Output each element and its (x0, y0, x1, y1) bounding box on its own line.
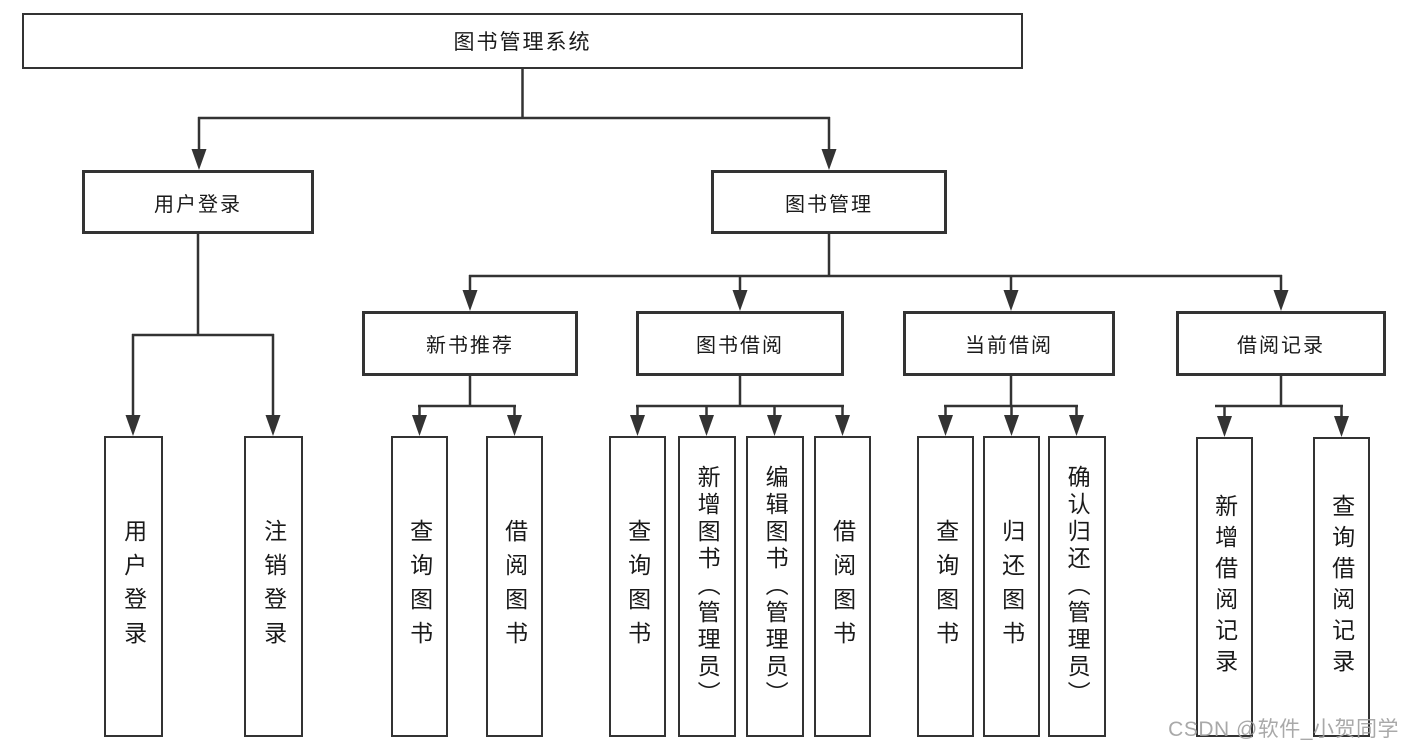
leaf-borrow-borrow-label: 借阅图书 (829, 518, 856, 655)
leaf-records-add: 新增借阅记录 (1196, 437, 1253, 737)
arrowheads (125, 149, 1349, 437)
node-borrow-records: 借阅记录 (1176, 311, 1386, 376)
leaf-borrow-query-label: 查询图书 (624, 518, 651, 655)
leaf-newbook-query: 查询图书 (391, 436, 448, 737)
node-book-borrow: 图书借阅 (636, 311, 844, 376)
leaf-records-query-label: 查询借阅记录 (1328, 494, 1355, 680)
leaf-borrow-query: 查询图书 (609, 436, 666, 737)
leaf-borrow-edit: 编辑图书（管理员） (746, 436, 804, 737)
node-book-management: 图书管理 (711, 170, 947, 234)
leaf-newbook-borrow: 借阅图书 (486, 436, 543, 737)
leaf-current-query-label: 查询图书 (932, 518, 959, 655)
leaf-current-confirm: 确认归还（管理员） (1048, 436, 1106, 737)
leaf-records-query: 查询借阅记录 (1313, 437, 1370, 737)
leaf-current-confirm-label: 确认归还（管理员） (1064, 465, 1091, 708)
node-new-book-recommend: 新书推荐 (362, 311, 578, 376)
leaf-borrow-add-label: 新增图书（管理员） (694, 465, 721, 708)
node-root: 图书管理系统 (22, 13, 1023, 69)
leaf-borrow-edit-label: 编辑图书（管理员） (762, 465, 789, 708)
csdn-watermark: CSDN @软件_小贺同学 (1168, 718, 1399, 741)
leaf-logout-label: 注销登录 (260, 518, 287, 655)
leaf-borrow-add: 新增图书（管理员） (678, 436, 736, 737)
leaf-records-add-label: 新增借阅记录 (1211, 494, 1238, 680)
node-user-login: 用户登录 (82, 170, 314, 234)
leaf-newbook-borrow-label: 借阅图书 (501, 518, 528, 655)
node-current-borrow: 当前借阅 (903, 311, 1115, 376)
leaf-current-return-label: 归还图书 (998, 518, 1025, 655)
leaf-user-login: 用户登录 (104, 436, 163, 737)
leaf-newbook-query-label: 查询图书 (406, 518, 433, 655)
leaf-borrow-borrow: 借阅图书 (814, 436, 871, 737)
leaf-user-login-label: 用户登录 (120, 518, 147, 655)
leaf-logout: 注销登录 (244, 436, 303, 737)
leaf-current-return: 归还图书 (983, 436, 1040, 737)
leaf-current-query: 查询图书 (917, 436, 974, 737)
